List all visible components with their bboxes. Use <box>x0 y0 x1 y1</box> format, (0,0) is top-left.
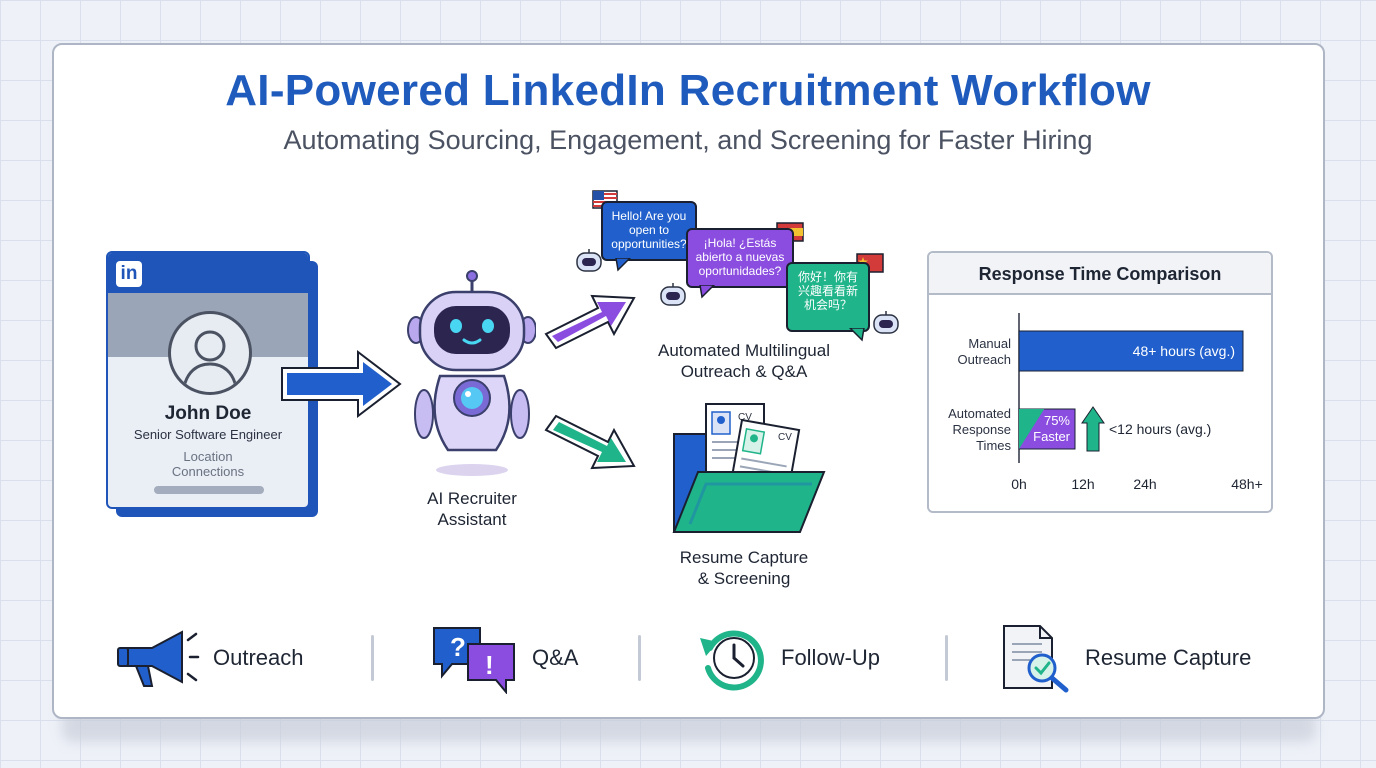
qa-bubbles-icon: ? ! <box>433 627 515 694</box>
chart-title: Response Time Comparison <box>978 264 1222 284</box>
chart-up-arrow-icon <box>1081 406 1105 452</box>
speech-bubble-spanish: ¡Hola! ¿Estás abierto a nuevas oportunid… <box>686 228 794 288</box>
bubble-tail-icon <box>615 258 632 272</box>
feature-divider <box>371 635 374 681</box>
response-time-chart: Response Time Comparison <box>927 251 1273 513</box>
feature-qa-label: Q&A <box>532 645 579 670</box>
ai-robot-icon <box>407 270 536 476</box>
speech-bubble-english: Hello! Are you open to opportunities? <box>601 201 697 261</box>
mini-bot-icon <box>873 311 899 334</box>
outreach-label: Automated Multilingual Outreach & Q&A <box>658 341 830 381</box>
profile-role: Senior Software Engineer <box>133 427 283 442</box>
chart-header: Response Time Comparison <box>929 253 1271 295</box>
mini-bot-icon <box>660 283 686 306</box>
chart-category-label: Response <box>952 422 1011 437</box>
clock-refresh-icon <box>700 630 764 691</box>
bubble-tail-icon <box>699 285 716 299</box>
feature-followup-label: Follow-Up <box>781 645 881 670</box>
flow-arrow-resume-icon <box>544 414 636 470</box>
feature-divider <box>945 635 948 681</box>
megaphone-icon <box>117 630 200 687</box>
chart-x-tick-label: 12h <box>1071 476 1094 492</box>
feature-divider <box>638 635 641 681</box>
linkedin-logo-icon: in <box>116 261 142 287</box>
chart-x-tick-label: 24h <box>1133 476 1156 492</box>
chart-x-tick-label: 0h <box>1011 476 1027 492</box>
feature-outreach-label: Outreach <box>213 645 304 670</box>
chart-annotation: 75% <box>1044 413 1070 428</box>
flow-arrow-right-icon <box>281 349 402 419</box>
resume-label: Resume Capture & Screening <box>679 548 809 588</box>
cv-tag: CV <box>738 412 752 423</box>
resume-folder-icon: CV CV <box>672 403 826 533</box>
profile-connections: Connections <box>171 464 245 479</box>
chart-category-label: Outreach <box>958 352 1011 367</box>
svg-text:?: ? <box>450 632 466 662</box>
cv-tag: CV <box>778 432 792 443</box>
page-title: AI-Powered LinkedIn Recruitment Workflow <box>225 66 1151 115</box>
feature-resume-capture-label: Resume Capture <box>1085 645 1252 670</box>
speech-bubble-chinese: 你好！你有 兴趣看看新 机会吗？ <box>786 262 870 332</box>
avatar <box>168 311 252 395</box>
profile-name: John Doe <box>164 403 252 424</box>
profile-placeholder-bar <box>154 486 264 494</box>
assistant-label: AI Recruiter Assistant <box>427 489 517 529</box>
chart-x-tick-label: 48h+ <box>1231 476 1263 492</box>
chart-bar-manual <box>1018 330 1244 372</box>
chart-data-label: <12 hours (avg.) <box>1109 421 1211 437</box>
svg-text:!: ! <box>485 650 494 680</box>
page-subtitle: Automating Sourcing, Engagement, and Scr… <box>283 125 1093 155</box>
bubble-tail-icon <box>848 328 865 342</box>
mini-bot-icon <box>576 249 602 272</box>
chart-data-label: 48+ hours (avg.) <box>1133 343 1235 359</box>
chart-category-label: Automated <box>948 406 1011 421</box>
flow-arrow-outreach-icon <box>544 294 636 350</box>
chart-annotation: Faster <box>1033 429 1071 444</box>
chart-category-label: Manual <box>968 336 1011 351</box>
document-search-icon <box>1003 625 1069 693</box>
chart-category-label: Times <box>976 438 1011 453</box>
profile-location: Location <box>183 449 233 464</box>
